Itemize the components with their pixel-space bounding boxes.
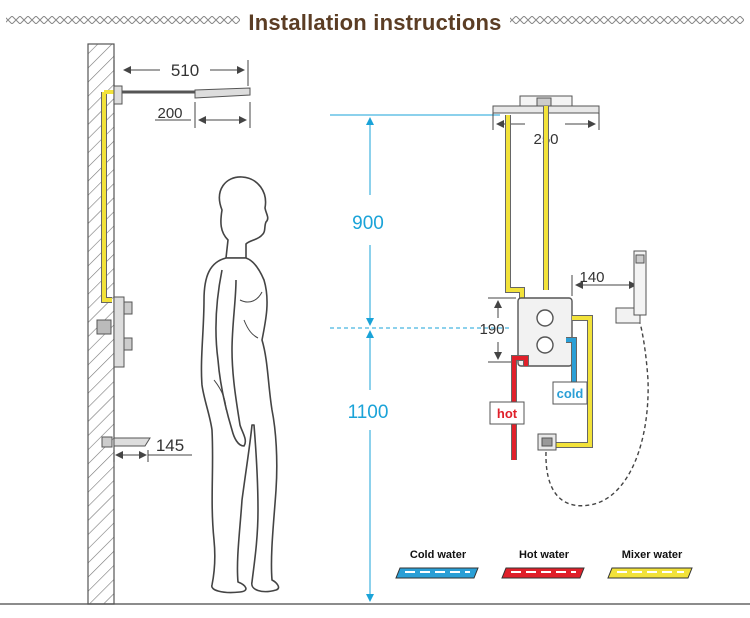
title-border-left	[6, 16, 244, 24]
shower-head-side	[194, 87, 251, 99]
side-view: 510 200 145	[87, 43, 251, 605]
valve-knob-top	[536, 309, 554, 327]
legend-label-mixer: Mixer water	[622, 549, 683, 561]
dim-arm-length: 510	[171, 61, 199, 80]
dim-head-height: 900	[352, 213, 384, 234]
legend-label-hot: Hot water	[519, 549, 570, 561]
title-border-right	[506, 16, 744, 24]
legend-label-cold: Cold water	[410, 549, 467, 561]
cold-pipe	[566, 338, 576, 385]
hot-label-box	[489, 401, 525, 425]
cold-label-box	[552, 381, 588, 405]
valve-body	[96, 319, 112, 335]
cold-label: cold	[557, 386, 584, 401]
dim-head-offset: 200	[157, 105, 182, 122]
thermostatic-valve	[517, 297, 573, 367]
handset	[633, 250, 647, 316]
dim-valve-height: 1100	[348, 402, 389, 423]
dim-spout-length: 145	[156, 436, 184, 455]
person-silhouette	[200, 176, 280, 594]
bath-spout	[113, 437, 151, 447]
valve-plate	[113, 296, 125, 368]
mixer-pipe-outlet	[556, 316, 592, 447]
height-dimensions: 900 1100	[330, 114, 512, 602]
mixer-riser-left	[506, 115, 524, 298]
arm-flange	[113, 85, 123, 105]
valve-knob-bottom	[536, 336, 554, 354]
dim-handset-offset: 140	[579, 269, 604, 286]
dim-valve-span: 190	[479, 321, 504, 338]
shower-hose	[545, 322, 649, 507]
mixer-pipe	[102, 92, 112, 302]
front-view: 250 190 140	[479, 95, 649, 507]
page-title: Installation instructions	[0, 10, 750, 36]
hot-label: hot	[497, 406, 518, 421]
legend: Cold water Hot water Mixer water	[395, 549, 693, 579]
